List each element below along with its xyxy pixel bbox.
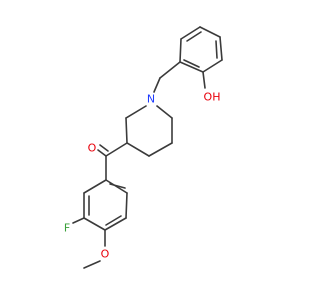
bond [83,179,107,194]
bond [72,217,85,224]
bond [159,61,181,79]
hydroxyl-label: OH [204,91,221,104]
bond [148,142,173,157]
bond [104,217,127,231]
bond [153,77,161,93]
bond [199,26,221,38]
bond [125,117,128,144]
bond [215,40,218,59]
fluorine-label: F [64,222,70,235]
bond-set [72,26,223,269]
bond [83,260,101,269]
bond [97,149,107,157]
bond [105,142,128,157]
bond [219,36,223,61]
bond [126,142,150,157]
bond [183,59,200,68]
bond [186,31,202,42]
bond [156,105,173,119]
bond [180,26,201,40]
bond [202,59,223,73]
bond [125,105,147,119]
bond [179,38,182,63]
carbonyl-oxygen-label: O [88,142,97,155]
bond [202,71,206,89]
bond [179,61,204,73]
molecule-diagram: OH N O F O [64,26,223,269]
nitrogen-label: N [147,93,155,106]
bond [105,215,122,226]
bond [109,183,126,189]
methoxy-oxygen-label: O [101,248,110,261]
bond [125,192,128,219]
bond [83,217,106,231]
bond [99,144,109,152]
atom-labels: OH N O F O [64,91,221,261]
